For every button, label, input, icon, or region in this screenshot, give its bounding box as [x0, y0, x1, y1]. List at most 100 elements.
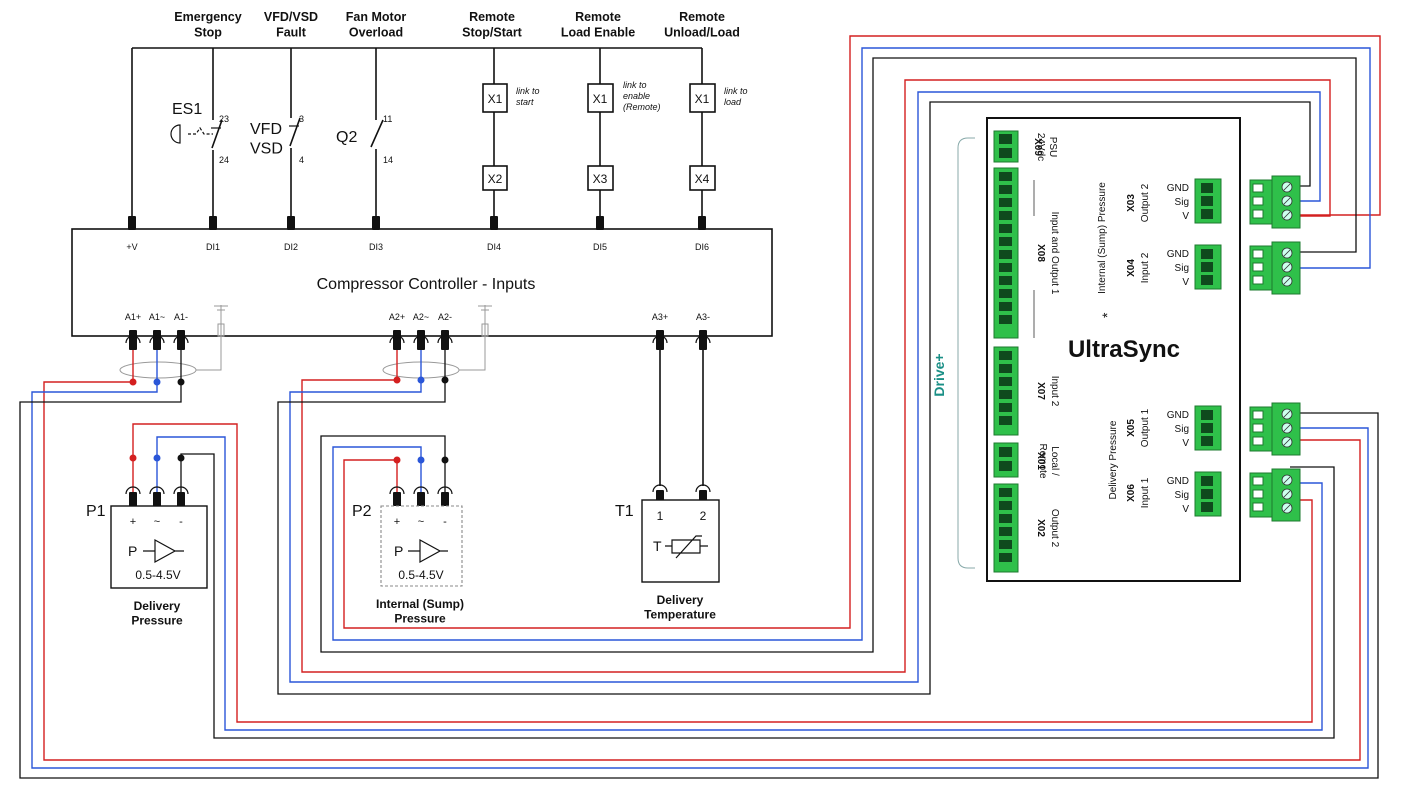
- terminal-a1-sig: A1~: [149, 312, 165, 322]
- sensor-wiring: [19, 79, 1379, 779]
- terminal-a2-sig: A2~: [413, 312, 429, 322]
- plug-x05: [1249, 402, 1301, 456]
- terminal-plus-v: +V: [126, 242, 137, 252]
- x09-desc: PSU24Vdc: [1035, 133, 1058, 161]
- x07-label: X07: [1035, 382, 1046, 400]
- p2-pin-minus: -: [443, 516, 447, 528]
- x1-start-text: X1: [488, 92, 503, 106]
- x07-desc: Input 2: [1049, 376, 1060, 407]
- sump-pressure-label: Internal (Sump) Pressure: [1097, 182, 1108, 294]
- p1-range: 0.5-4.5V: [135, 568, 180, 582]
- es1-pin-23: 23: [219, 114, 229, 124]
- compressor-controller: Compressor Controller - Inputs +V DI1 DI…: [71, 216, 773, 379]
- plug-x03: [1249, 175, 1301, 229]
- terminal-a1-minus: A1-: [174, 312, 188, 322]
- x08-desc: Input and Output 1: [1049, 212, 1060, 295]
- x08-label: X08: [1035, 244, 1046, 262]
- x03-sig: Sig: [1175, 197, 1189, 208]
- x06-v: V: [1182, 504, 1189, 515]
- x2-text: X2: [488, 172, 503, 186]
- p1-p-symbol: P: [128, 543, 137, 559]
- x1-load-box: [689, 83, 716, 113]
- x06-label: X06: [1126, 484, 1137, 502]
- x03-v: V: [1182, 211, 1189, 222]
- sump-asterisk: *: [1099, 312, 1115, 318]
- x05-sig: Sig: [1175, 424, 1189, 435]
- x04-label: X04: [1126, 259, 1137, 277]
- x4-text: X4: [695, 172, 710, 186]
- ultrasync-module: Drive+ UltraSync X0: [931, 117, 1241, 582]
- x03-label: X03: [1126, 194, 1137, 212]
- external-plugs: [1249, 175, 1301, 522]
- terminal-a3-minus: A3-: [696, 312, 710, 322]
- terminal-a2-minus: A2-: [438, 312, 452, 322]
- terminal-di5: DI5: [593, 242, 607, 252]
- t1-id: T1: [615, 503, 634, 520]
- p1-pin-minus: -: [179, 516, 183, 528]
- x04-desc: Input 2: [1140, 252, 1151, 283]
- p1-id: P1: [86, 503, 106, 520]
- x2-box: [482, 165, 508, 191]
- plug-x04: [1249, 241, 1301, 295]
- q2-switch: Q2 11 14: [336, 48, 393, 218]
- es1-label: ES1: [172, 101, 202, 118]
- p2-p-symbol: P: [394, 543, 403, 559]
- controller-title: Compressor Controller - Inputs: [317, 276, 536, 293]
- p1-pin-sig: ~: [154, 516, 160, 528]
- terminal-a1-plus: A1+: [125, 312, 141, 322]
- es1-switch: ES1 23 24: [170, 48, 229, 218]
- delivery-pressure-label: Delivery Pressure: [1108, 420, 1119, 499]
- x06-gnd: GND: [1167, 476, 1189, 487]
- x05-v: V: [1182, 438, 1189, 449]
- q2-pin-14: 14: [383, 155, 393, 165]
- x01-label: X01: [1035, 452, 1046, 470]
- p2-sensor: + ~ - P 0.5-4.5V P2 Internal (Sump)Press…: [320, 35, 1381, 653]
- q2-pin-11: 11: [383, 114, 392, 124]
- vfd-pin-3: 3: [299, 114, 304, 124]
- p2-caption: Internal (Sump)Pressure: [376, 597, 464, 626]
- q2-label: Q2: [336, 129, 357, 146]
- terminal-di2: DI2: [284, 242, 298, 252]
- t1-pin-2: 2: [700, 509, 707, 523]
- x1-enable-box: [587, 83, 614, 113]
- internal-3pin-connectors: [1194, 178, 1222, 517]
- x02-label: X02: [1035, 519, 1046, 537]
- x03-gnd: GND: [1167, 183, 1189, 194]
- terminal-di3: DI3: [369, 242, 383, 252]
- terminal-di4: DI4: [487, 242, 501, 252]
- x1-start-box: [482, 83, 508, 113]
- x06-desc: Input 1: [1140, 477, 1151, 508]
- t1-pin-1: 1: [657, 509, 664, 523]
- vfd-pin-4: 4: [299, 155, 304, 165]
- x4-box: [689, 165, 716, 191]
- terminal-a3-plus: A3+: [652, 312, 668, 322]
- x04-sig: Sig: [1175, 263, 1189, 274]
- x03-desc: Output 2: [1140, 183, 1151, 222]
- x01-desc: Local /Remote: [1037, 443, 1060, 478]
- ultrasync-title: UltraSync: [1068, 336, 1180, 363]
- x05-label: X05: [1126, 419, 1137, 437]
- p1-pin-plus: +: [130, 516, 136, 528]
- drive-plus-label: Drive+: [931, 353, 947, 396]
- x09-label: X09: [1032, 138, 1043, 156]
- p2-range: 0.5-4.5V: [398, 568, 443, 582]
- x1-enable-text: X1: [593, 92, 608, 106]
- x3-box: [587, 165, 614, 191]
- p2-pin-plus: +: [394, 516, 400, 528]
- x06-sig: Sig: [1175, 490, 1189, 501]
- x05-gnd: GND: [1167, 410, 1189, 421]
